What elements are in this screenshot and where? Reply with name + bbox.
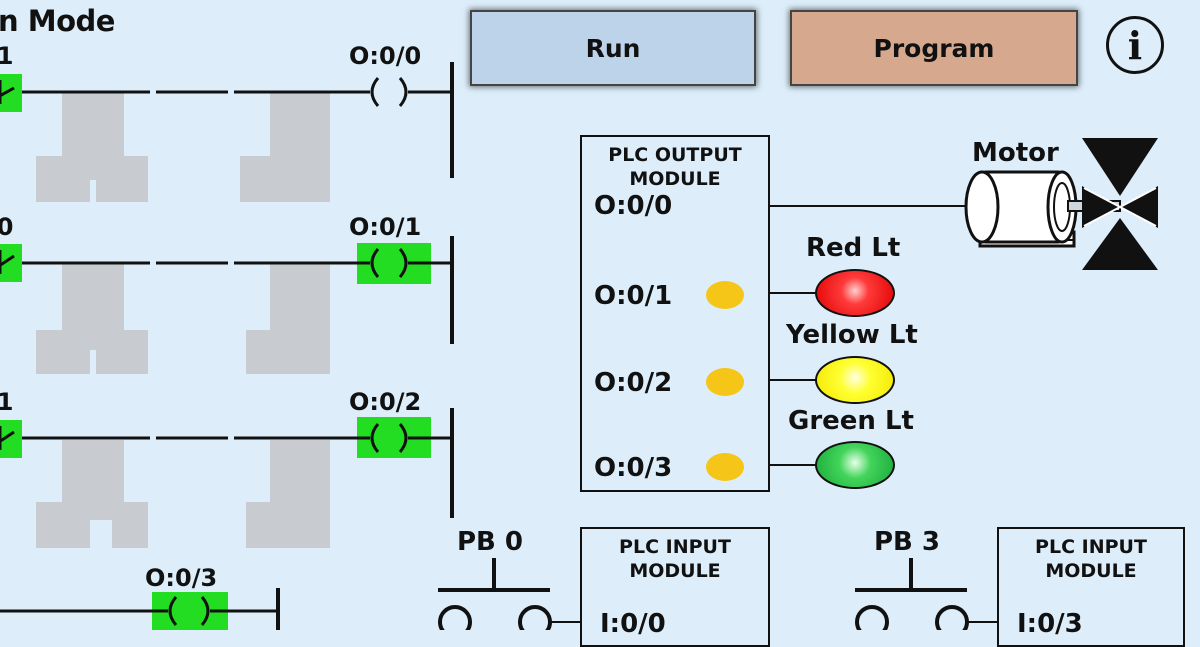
rung-wires [0,90,450,613]
plc-input-module-3: PLC INPUT MODULE I:0/3 [997,527,1185,647]
red-light-lamp [815,269,895,317]
coil-o02 [357,417,431,458]
fan-icon [1082,138,1158,270]
coil-o00 [362,77,418,107]
input-module-3-title-2: MODULE [1045,560,1137,582]
program-button[interactable]: Program [792,12,1076,84]
yellow-light-label: Yellow Lt [786,320,918,350]
coil-o01-label: O:0/1 [349,213,422,241]
output-indicator-2 [706,368,744,396]
run-button[interactable]: Run [472,12,754,84]
green-light-label: Green Lt [788,406,914,436]
output-indicator-3 [706,453,744,481]
pb0-label: PB 0 [457,527,524,557]
output-address-0: O:0/0 [594,191,673,221]
output-address-2: O:0/2 [594,368,673,398]
contact-energized [0,420,22,458]
ghost-shape [36,440,148,548]
yellow-light-lamp [815,356,895,404]
contact-energized [0,244,22,282]
info-icon[interactable]: i [1106,16,1164,74]
green-light-lamp [815,441,895,489]
rung2-left-address: /0 [0,213,14,241]
plc-output-module: PLC OUTPUT MODULE O:0/0 O:0/1 O:0/2 O:0/… [580,135,770,492]
rung1-left-address: /1 [0,42,14,70]
ghost-shape [246,440,330,548]
motor-icon [964,170,1121,248]
output-module-title-1: PLC OUTPUT [608,144,742,166]
coil-o02-label: O:0/2 [349,388,422,416]
input-address-0: I:0/0 [600,609,666,639]
ladder-diagram [0,62,1158,630]
contact-energized [0,74,22,112]
ghost-shape [36,262,148,374]
pushbutton-pb3-icon [855,558,998,630]
output-module-title-2: MODULE [629,168,721,190]
ghost-shape [36,92,148,202]
coil-o00-label: O:0/0 [349,42,422,70]
ghost-contact-shapes [36,92,330,548]
pushbutton-pb0-icon [438,558,582,630]
left-contacts [0,74,22,458]
output-address-3: O:0/3 [594,453,673,483]
input-module-3-title-1: PLC INPUT [1035,536,1147,558]
mode-title: n Mode [0,4,115,38]
coil-o03-label: O:0/3 [145,564,218,592]
input-module-0-title-1: PLC INPUT [619,536,731,558]
output-indicator-1 [706,281,744,309]
input-address-3: I:0/3 [1017,609,1083,639]
red-light-label: Red Lt [806,233,901,263]
motor-label: Motor [972,138,1059,168]
pb3-label: PB 3 [874,527,941,557]
rung3-left-address: /1 [0,388,14,416]
input-module-0-title-2: MODULE [629,560,721,582]
coil-o03 [138,592,228,630]
ghost-shape [246,262,330,374]
output-address-1: O:0/1 [594,281,673,311]
coil-o01 [357,243,431,284]
ghost-shape [240,92,330,202]
plc-input-module-0: PLC INPUT MODULE I:0/0 [580,527,770,647]
right-rails [276,62,454,630]
